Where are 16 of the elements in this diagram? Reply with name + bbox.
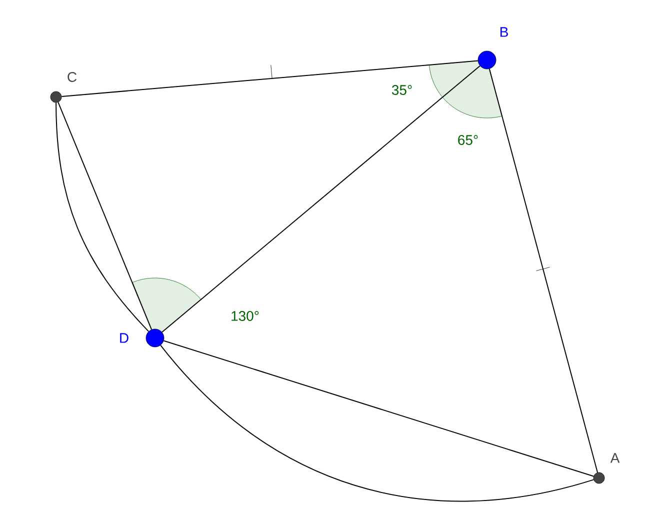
point-label: B xyxy=(500,27,508,37)
point xyxy=(478,50,496,70)
arc xyxy=(160,344,594,502)
point xyxy=(146,328,164,348)
angle-label: 65° xyxy=(458,135,478,145)
angle-label: 130° xyxy=(232,311,259,321)
angle-label: 35° xyxy=(392,85,412,95)
point-label: A xyxy=(610,453,620,463)
point xyxy=(50,91,62,103)
point-label: C xyxy=(68,72,77,82)
point xyxy=(593,472,605,484)
line-segment xyxy=(162,65,480,333)
line-segment xyxy=(163,340,594,477)
line-segment xyxy=(488,68,598,473)
line-segment xyxy=(61,60,478,97)
point-label: D xyxy=(120,333,128,343)
